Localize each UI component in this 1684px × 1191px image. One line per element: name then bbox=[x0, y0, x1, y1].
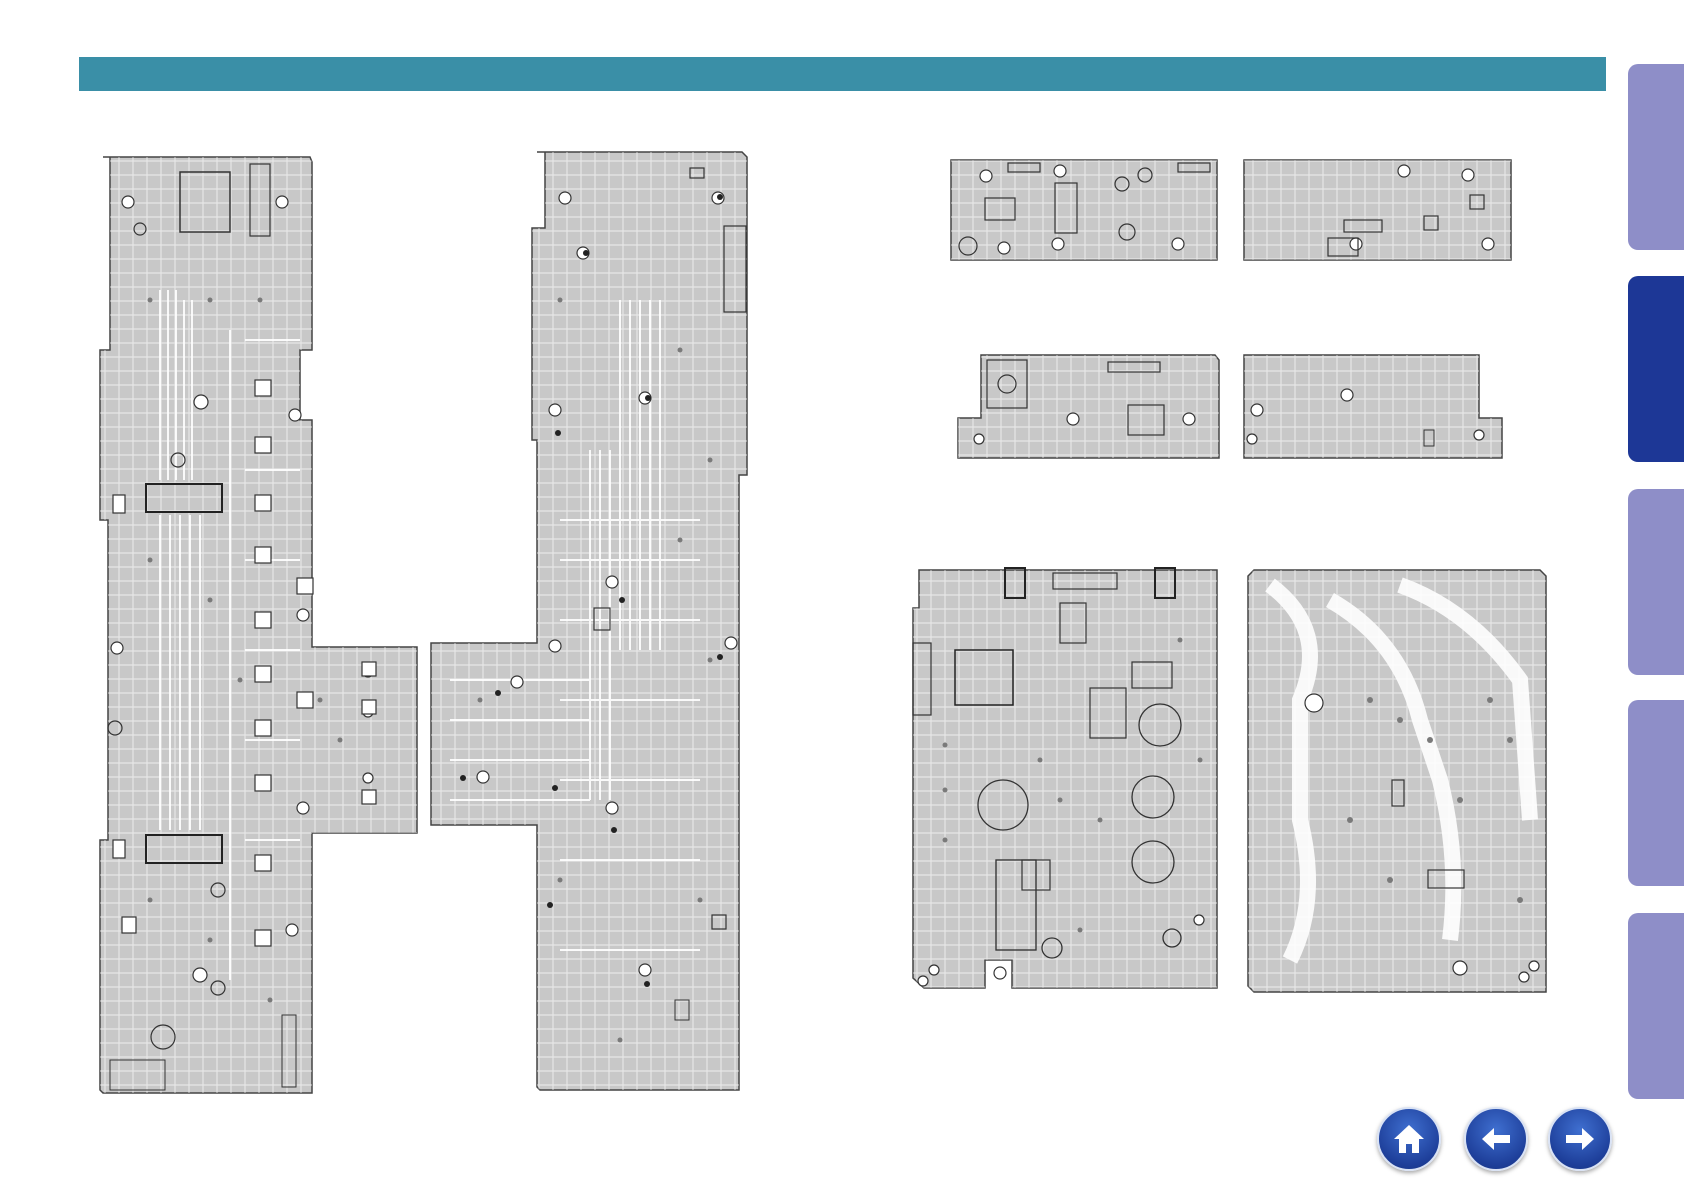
arrow-right-icon bbox=[1560, 1119, 1600, 1159]
pcb-small-board-2 bbox=[1244, 160, 1511, 260]
home-button[interactable] bbox=[1377, 1107, 1441, 1171]
pcb-small-board-3 bbox=[958, 355, 1219, 458]
pcb-power-board-b bbox=[1248, 570, 1546, 992]
pcb-small-board-4 bbox=[1244, 355, 1502, 458]
pcb-front-board-b bbox=[431, 152, 747, 1090]
forward-button[interactable] bbox=[1548, 1107, 1612, 1171]
home-icon bbox=[1389, 1119, 1429, 1159]
pcb-small-board-1 bbox=[951, 160, 1217, 260]
pcb-front-board-a bbox=[100, 157, 417, 1093]
pcb-power-board-a bbox=[913, 568, 1217, 988]
back-button[interactable] bbox=[1464, 1107, 1528, 1171]
arrow-left-icon bbox=[1476, 1119, 1516, 1159]
